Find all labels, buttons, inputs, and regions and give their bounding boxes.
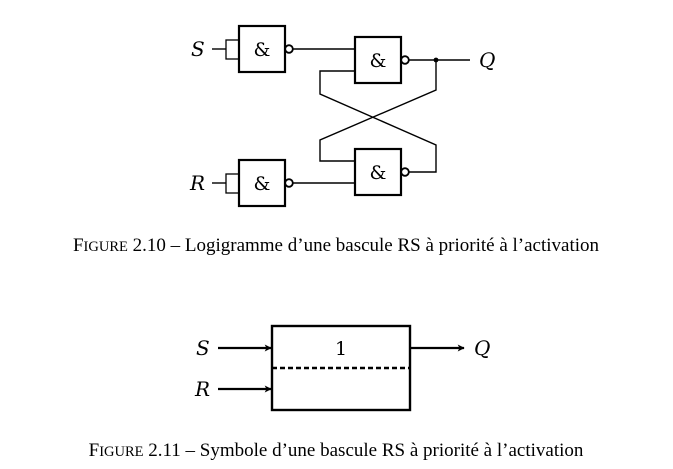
- logic-diagram: [212, 24, 470, 208]
- flipflop-symbol: [218, 324, 465, 412]
- r-inverter-tab: [225, 173, 240, 194]
- bottom-input-gate-symbol: &: [254, 173, 271, 195]
- bottom-latch-nand-bubble: [400, 167, 410, 177]
- s-inverter-tab: [225, 39, 240, 60]
- qbar-feedback-wire: [319, 70, 437, 173]
- flipflop-block-label: 1: [335, 338, 347, 360]
- top-latch-gate-symbol: &: [370, 50, 387, 72]
- fig1-r-label: R: [189, 171, 205, 195]
- fig2-q-label: Q: [474, 336, 490, 360]
- fig2-r-label: R: [194, 377, 210, 401]
- bottom-input-nand-bubble: [284, 178, 294, 188]
- fig1-s-label: S: [191, 37, 205, 61]
- q-feedback-wire: [319, 60, 437, 162]
- top-input-nand-bubble: [284, 44, 294, 54]
- bottom-latch-gate-symbol: &: [370, 162, 387, 184]
- figure-2-11-caption: FIGURE 2.11 – Symbole d’une bascule RS à…: [89, 440, 584, 461]
- figure-2-10-caption: FIGURE 2.10 – Logigramme d’une bascule R…: [73, 235, 600, 256]
- top-input-gate-symbol: &: [254, 39, 271, 61]
- fig2-s-label: S: [196, 336, 210, 360]
- top-latch-nand-bubble: [400, 55, 410, 65]
- fig1-q-label: Q: [479, 48, 495, 72]
